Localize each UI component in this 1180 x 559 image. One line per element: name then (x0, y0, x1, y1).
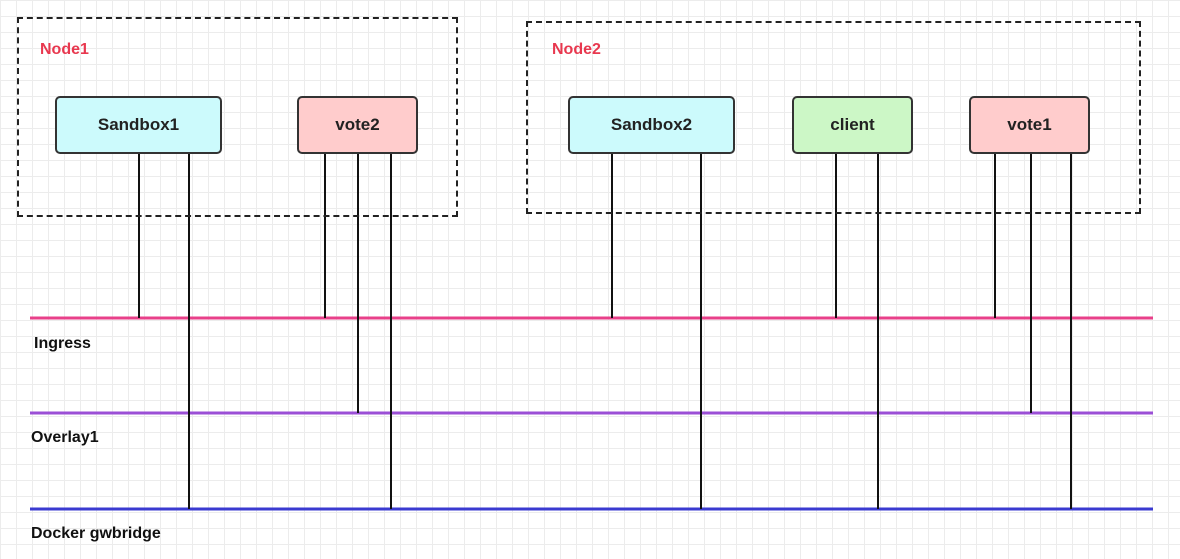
node1-frame: Node1 (17, 17, 458, 217)
container-vote1: vote1 (969, 96, 1090, 154)
network-label-ingress: Ingress (34, 335, 91, 352)
network-label-overlay1: Overlay1 (31, 429, 99, 446)
node2-title: Node2 (552, 41, 601, 58)
network-label-gwbridge: Docker gwbridge (31, 525, 161, 542)
node2-frame: Node2 (526, 21, 1141, 214)
container-sandbox2: Sandbox2 (568, 96, 735, 154)
container-sandbox1: Sandbox1 (55, 96, 222, 154)
container-client: client (792, 96, 913, 154)
container-vote2: vote2 (297, 96, 418, 154)
node1-title: Node1 (40, 41, 89, 58)
